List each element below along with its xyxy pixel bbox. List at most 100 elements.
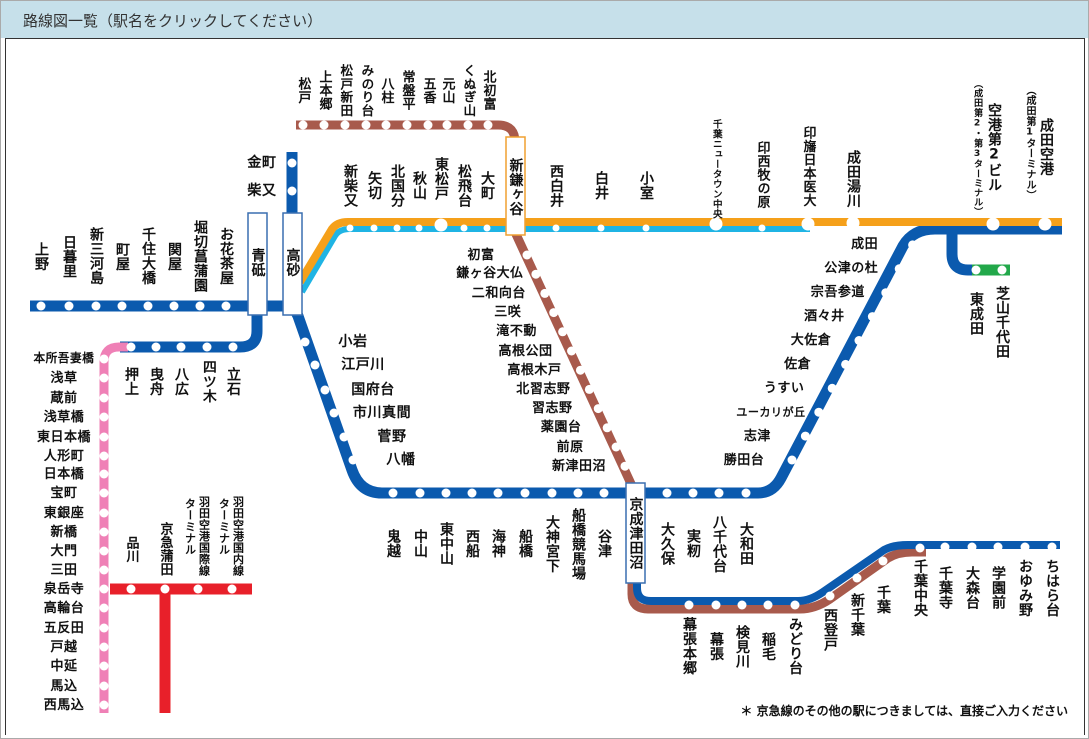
station-dot[interactable] [549,308,559,318]
station-dot[interactable] [99,412,109,422]
station-label[interactable]: 西馬込 [43,697,85,713]
station-label[interactable]: 酒々井 [804,309,845,325]
station-label[interactable]: 初富 [467,247,495,263]
station-label[interactable]: 北初富 [480,69,496,111]
station-label[interactable]: 日暮里 [61,234,77,279]
station-label[interactable]: 海神 [490,529,506,559]
station-label[interactable]: 松飛台 [456,163,472,208]
station-label[interactable]: 蔵前 [50,390,78,406]
station-label[interactable]: 芝山千代田 [994,286,1010,359]
station-label[interactable]: 秋山 [411,170,427,201]
station-dot[interactable] [602,423,612,433]
station-label[interactable]: 大町 [479,170,495,201]
station-dot[interactable] [99,584,109,594]
station-label[interactable]: 東日本橋 [37,429,92,445]
station-dot[interactable] [202,342,212,352]
station-label[interactable]: 成田空港 [1038,118,1054,177]
station-dot[interactable] [348,455,358,465]
station-label[interactable]: 勝田台 [723,452,765,468]
station-label[interactable]: ユーカリが丘 [736,405,806,419]
station-label[interactable]: 船橋 [517,529,533,559]
station-label[interactable]: 東中山 [438,522,454,566]
station-label[interactable]: 千葉中央 [912,558,928,618]
station-label[interactable]: 関屋 [166,241,182,272]
station-dot[interactable] [370,224,378,232]
station-label[interactable]: 浅草橋 [43,409,85,425]
station-label[interactable]: 八柱 [378,76,394,104]
station-dot[interactable] [176,342,186,352]
station-label[interactable]: ちはら台 [1044,558,1060,618]
station-dot[interactable] [99,451,109,461]
station-label[interactable]: 三田 [50,562,78,578]
station-label[interactable]: 大和田 [738,522,754,566]
station-dot[interactable] [841,359,851,369]
station-dot[interactable] [99,373,109,383]
station-dot[interactable] [986,217,1000,231]
station-dot[interactable] [741,488,751,498]
station-dot[interactable] [1047,542,1057,552]
station-label[interactable]: 立石 [225,366,241,397]
station-dot[interactable] [1020,542,1030,552]
station-label[interactable]: 江戸川 [341,357,385,373]
station-label[interactable]: 東松戸 [433,157,449,201]
station-dot[interactable] [881,288,891,298]
station-dot[interactable] [402,120,412,130]
station-dot[interactable] [441,488,451,498]
station-label[interactable]: 大森台 [964,566,980,610]
station-label[interactable]: 四ツ木 [199,360,216,404]
station-dot[interactable] [228,342,238,352]
station-label[interactable]: 千住大橋 [140,227,156,286]
station-label[interactable]: 成田湯川 [845,149,861,209]
station-label[interactable]: 新三河島 [88,227,104,286]
station-dot[interactable] [714,488,724,498]
station-label[interactable]: 公津の杜 [824,261,879,277]
station-label[interactable]: 実籾 [685,529,701,559]
station-label[interactable]: 大久保 [659,522,675,566]
station-label[interactable]: 八幡 [386,452,416,468]
station-label[interactable]: 高輪台 [43,600,85,616]
station-label[interactable]: 新柴又 [342,163,358,208]
station-dot[interactable] [531,269,541,279]
station-label[interactable]: 志津 [743,428,771,444]
station-dot[interactable] [800,431,810,441]
station-label[interactable]: 船橋競馬場 [570,507,586,581]
station-dot[interactable] [894,264,904,274]
station-dot[interactable] [908,240,918,250]
station-dot[interactable] [99,508,109,518]
station-label[interactable]: 印西牧の原 [754,140,770,209]
station-label[interactable]: ターミナル [183,498,197,556]
station-label[interactable]: 八千代台 [711,514,727,574]
station-label[interactable]: 京急蒲田 [157,522,173,577]
station-dot[interactable] [64,301,74,311]
station-dot[interactable] [298,120,308,130]
station-label[interactable]: お花茶屋 [218,227,234,286]
station-dot[interactable] [642,224,650,232]
station-dot[interactable] [567,346,577,356]
transfer-box-takasago[interactable] [282,212,303,316]
station-dot[interactable] [117,301,127,311]
station-dot[interactable] [193,584,203,594]
station-dot[interactable] [339,432,349,442]
station-label[interactable]: うすい [763,380,805,396]
station-dot[interactable] [662,488,672,498]
station-label[interactable]: 中延 [50,658,78,674]
station-label[interactable]: （成田第2・第3ターミナル） [971,79,983,217]
station-label[interactable]: 高根公団 [498,343,553,359]
station-dot[interactable] [520,488,530,498]
station-label[interactable]: 泉岳寺 [43,581,85,597]
station-dot[interactable] [99,642,109,652]
station-label[interactable]: 新千葉 [849,593,865,637]
station-label[interactable]: 押上 [123,366,139,397]
station-dot[interactable] [126,584,136,594]
station-dot[interactable] [814,407,824,417]
station-label[interactable]: 東銀座 [43,505,85,521]
station-label[interactable]: 上野 [33,241,49,272]
station-dot[interactable] [423,120,433,130]
station-dot[interactable] [320,385,330,395]
station-label[interactable]: 滝不動 [496,324,537,340]
station-label[interactable]: おゆみ野 [1017,558,1033,618]
station-label[interactable]: 小室 [638,170,654,201]
station-dot[interactable] [221,301,231,311]
station-dot[interactable] [573,488,583,498]
station-dot[interactable] [763,600,773,610]
